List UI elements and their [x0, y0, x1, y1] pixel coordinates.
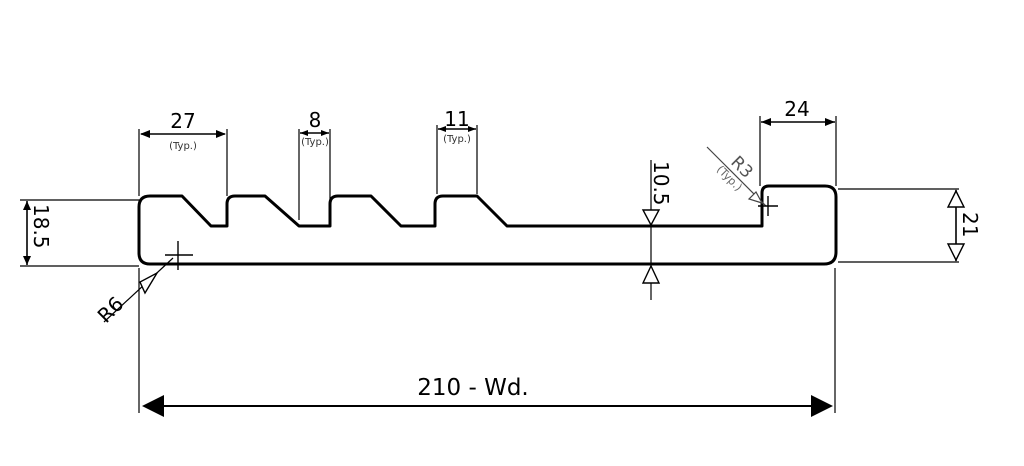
- dim-land-width-note: (Typ.): [301, 137, 329, 148]
- arrow-head: [321, 130, 329, 136]
- arrow-head: [140, 130, 150, 138]
- profile-outline: [137, 184, 838, 266]
- dim-web-thickness-label: 10.5: [649, 161, 673, 206]
- arrow-head: [23, 256, 31, 265]
- dim-overall-width: 210 - Wd.: [138, 268, 836, 417]
- dim-tooth-width-label: 11: [444, 107, 469, 131]
- dim-tooth-width: 11 (Typ.): [436, 107, 478, 194]
- dim-right-height: 21: [838, 188, 982, 263]
- radius-callout-r6: R6: [93, 241, 193, 328]
- dim-end-lip-width-label: 24: [784, 97, 809, 121]
- arrow-head: [641, 264, 661, 284]
- arrow-head: [747, 191, 764, 205]
- dim-end-lip-width: 24: [759, 97, 837, 186]
- arrow-head: [23, 201, 31, 210]
- arrow-head: [468, 126, 476, 132]
- dim-left-height: 18.5: [20, 199, 139, 267]
- radius-callout-r3: R3 (Typ.): [706, 146, 778, 216]
- radius-r6-label: R6: [93, 292, 129, 328]
- dim-tooth-width-note: (Typ.): [443, 134, 471, 145]
- arrow-head: [641, 209, 661, 227]
- arrow-head: [946, 189, 966, 208]
- arrow-head: [300, 130, 308, 136]
- dim-right-height-label: 21: [958, 212, 982, 237]
- dim-groove-width-label: 27: [170, 109, 195, 133]
- arrow-head: [438, 126, 446, 132]
- dim-land-width: 8 (Typ.): [298, 108, 331, 220]
- dim-overall-width-label: 210 - Wd.: [417, 375, 528, 401]
- dim-groove-width: 27 (Typ.): [138, 109, 228, 196]
- dim-land-width-label: 8: [309, 108, 322, 132]
- arrow-head: [142, 395, 164, 417]
- arrow-head: [811, 395, 833, 417]
- dim-groove-width-note: (Typ.): [169, 141, 197, 152]
- dim-left-height-label: 18.5: [29, 204, 53, 249]
- arrow-head: [216, 130, 226, 138]
- arrow-head: [825, 118, 835, 126]
- arrow-head: [139, 271, 159, 295]
- arrow-head: [946, 243, 966, 262]
- dim-web-thickness: 10.5: [641, 160, 673, 300]
- arrow-head: [761, 118, 771, 126]
